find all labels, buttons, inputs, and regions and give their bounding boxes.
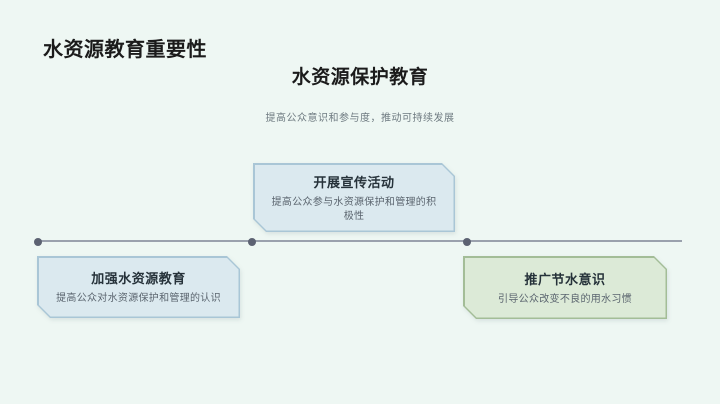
timeline-line [38,240,682,242]
card-fill-shape [255,165,454,231]
section-subtitle: 提高公众意识和参与度，推动可持续发展 [265,113,455,124]
section-heading: 水资源保护教育 [291,67,429,88]
card-content: 加强水资源教育 提高公众对水资源保护和管理的认识 [37,256,240,318]
milestone-title: 加强水资源教育 [91,271,186,287]
card-content: 开展宣传活动 提高公众参与水资源保护和管理的积极性 [253,163,455,232]
card-content: 推广节水意识 引导公众改变不良的用水习惯 [463,256,667,319]
milestone-description: 提高公众参与水资源保护和管理的积极性 [271,197,437,222]
timeline-dot-2 [248,238,256,246]
milestone-card-water-saving: 推广节水意识 引导公众改变不良的用水习惯 [463,256,667,319]
slide-title: 水资源教育重要性 [43,39,207,61]
card-fill-shape [39,258,239,317]
milestone-description: 引导公众改变不良的用水习惯 [498,293,632,305]
milestone-card-publicity: 开展宣传活动 提高公众参与水资源保护和管理的积极性 [253,163,455,232]
milestone-title: 开展宣传活动 [313,175,395,190]
timeline-dot-3 [463,238,471,246]
card-border-shape [253,163,455,232]
milestone-description: 提高公众对水资源保护和管理的认识 [56,293,221,305]
timeline-dot-1 [34,238,42,246]
milestone-card-education: 加强水资源教育 提高公众对水资源保护和管理的认识 [37,256,240,318]
card-fill-shape [465,258,666,318]
milestone-title: 推广节水意识 [524,271,606,287]
card-border-shape [463,256,667,319]
card-border-shape [37,256,240,318]
